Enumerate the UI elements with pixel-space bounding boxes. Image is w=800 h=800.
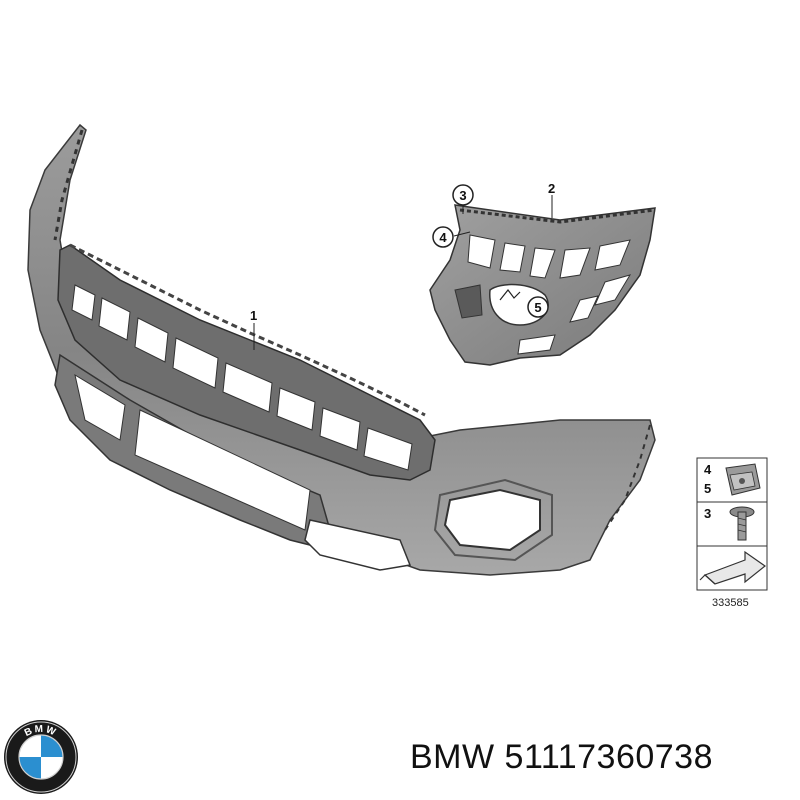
svg-text:BMW: BMW	[23, 724, 59, 739]
small-parts-legend: 4 5 3 333585	[696, 457, 768, 609]
callout-4-circle: 4	[432, 226, 454, 248]
bmw-logo: BMW	[4, 720, 78, 794]
legend-row1-a: 4	[704, 462, 712, 477]
bumper-cover	[27, 123, 656, 576]
clip-nut-icon	[725, 463, 761, 496]
callout-3-circle: 3	[452, 184, 474, 206]
bumper-bracket	[429, 204, 656, 366]
callout-1: 1	[250, 308, 257, 323]
leader-lines	[253, 195, 553, 350]
callout-3: 3	[459, 188, 466, 203]
direction-arrow-icon	[699, 550, 767, 585]
callout-5-circle: 5	[527, 296, 549, 318]
callout-5: 5	[534, 300, 541, 315]
callout-4: 4	[439, 230, 447, 245]
legend-row1-b: 5	[704, 481, 711, 496]
part-number: 51117360738	[504, 738, 714, 776]
part-caption: BMW 51117360738	[410, 738, 713, 777]
logo-letters: BMW	[23, 724, 57, 739]
legend-row2: 3	[704, 506, 711, 521]
brand-name: BMW	[410, 738, 495, 776]
screw-icon	[729, 506, 755, 541]
callout-2: 2	[548, 181, 555, 196]
reference-number: 333585	[712, 597, 749, 609]
